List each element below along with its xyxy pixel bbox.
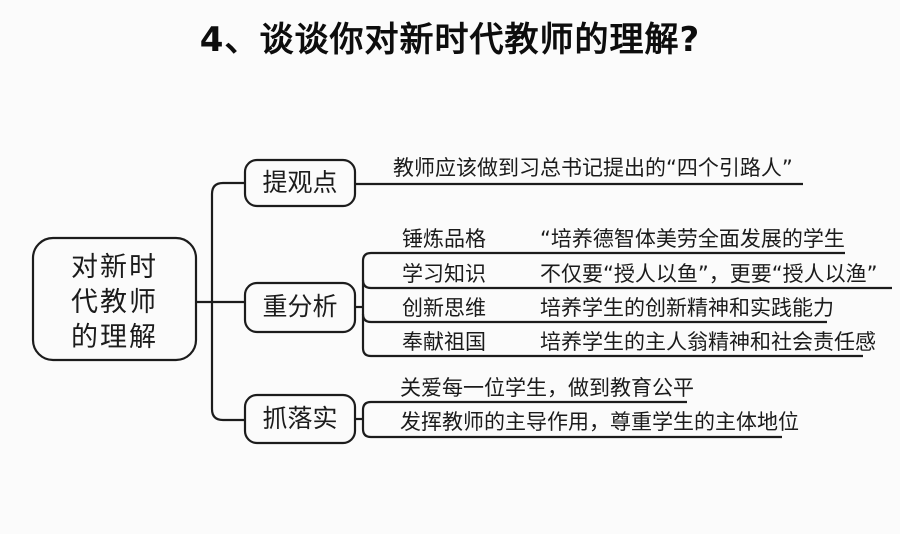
leaf-row: 教师应该做到习总书记提出的“四个引路人” xyxy=(393,155,793,181)
leaf-row: 发挥教师的主导作用，尊重学生的主体地位 xyxy=(400,409,799,435)
connector-root-branch1 xyxy=(210,181,245,302)
leaf-row: 关爱每一位学生，做到教育公平 xyxy=(400,375,694,401)
leaf-text: “培养德智体美劳全面发展的学生 xyxy=(540,227,845,251)
leaf-row: 锤炼品格 “培养德智体美劳全面发展的学生 xyxy=(402,226,845,252)
page-title: 4、谈谈你对新时代教师的理解? xyxy=(199,20,701,60)
underline-branch2-leaf3 xyxy=(361,313,827,324)
branch-2-label: 重分析 xyxy=(262,292,338,321)
root-topic-box xyxy=(31,236,198,362)
leaf-row: 学习知识 不仅要“授人以鱼”，更要“授人以渔” xyxy=(402,261,878,287)
underline-branch2-frame xyxy=(361,251,863,358)
leaf-label: 奉献祖国 xyxy=(402,330,486,354)
leaf-text: 教师应该做到习总书记提出的“四个引路人” xyxy=(393,156,793,180)
leaf-text: 培养学生的创新精神和实践能力 xyxy=(540,296,834,320)
underline-branch2-leaf2 xyxy=(361,279,892,290)
leaf-label: 学习知识 xyxy=(402,262,486,286)
leaf-text: 发挥教师的主导作用，尊重学生的主体地位 xyxy=(400,410,799,434)
leaf-row: 奉献祖国 培养学生的主人翁精神和社会责任感 xyxy=(402,329,876,355)
leaf-label: 创新思维 xyxy=(402,296,486,320)
leaf-text: 不仅要“授人以鱼”，更要“授人以渔” xyxy=(540,262,878,286)
leaf-label: 锤炼品格 xyxy=(402,227,486,251)
underline-branch3-frame xyxy=(361,400,782,439)
branch-3-label: 抓落实 xyxy=(262,404,338,433)
leaf-row: 创新思维 培养学生的创新精神和实践能力 xyxy=(402,295,834,321)
root-topic-label: 对新时 代教师 的理解 xyxy=(71,252,158,353)
leaf-text: 关爱每一位学生，做到教育公平 xyxy=(400,376,694,400)
leaf-text: 培养学生的主人翁精神和社会责任感 xyxy=(540,330,876,354)
connector-root-branch3 xyxy=(210,302,245,422)
branch-1-label: 提观点 xyxy=(262,168,338,197)
